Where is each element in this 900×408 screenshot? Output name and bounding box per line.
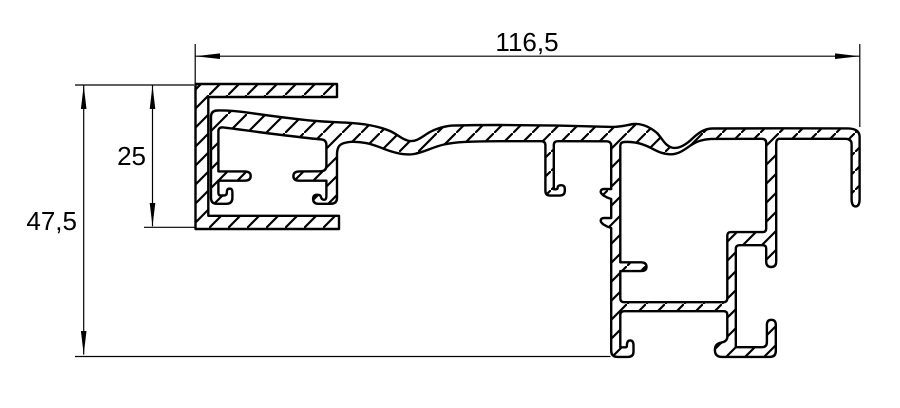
svg-text:47,5: 47,5 [26,206,77,236]
svg-text:116,5: 116,5 [495,27,558,57]
svg-text:25: 25 [117,141,146,171]
